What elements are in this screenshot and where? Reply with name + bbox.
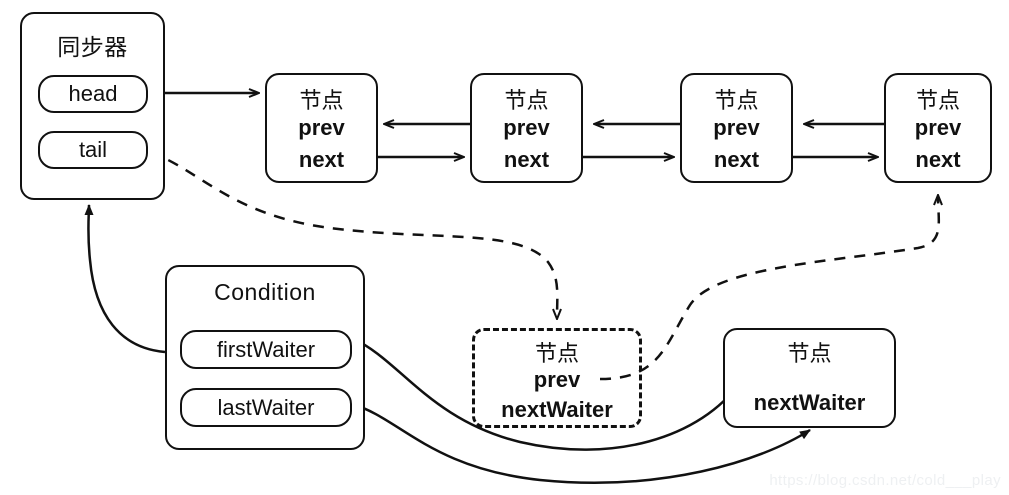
condition-queue-node-solid-field-nextwaiter: nextWaiter — [753, 390, 866, 415]
sync-queue-node-1-field-prev: prev — [298, 115, 345, 140]
synchronizer-field-head-label: head — [68, 81, 118, 106]
edge-condition-to-synchronizer — [84, 204, 166, 354]
edge-tail-to-condition-node-dashed — [149, 150, 557, 318]
edge-condition-node-prev-to-node4-dashed — [599, 196, 939, 381]
condition-field-firstwaiter-label: firstWaiter — [216, 336, 316, 362]
sync-queue-node-3: 节点 prev next — [680, 73, 793, 183]
sync-queue-node-2: 节点 prev next — [470, 73, 583, 183]
sync-queue-node-1-title: 节点 — [299, 89, 344, 114]
condition-title: Condition — [214, 279, 316, 305]
sync-queue-node-4-field-prev: prev — [914, 115, 962, 140]
condition-field-lastwaiter[interactable]: lastWaiter — [180, 388, 352, 427]
condition-queue-node-solid-title: 节点 — [787, 342, 832, 367]
sync-queue-node-1-field-next: next — [298, 147, 345, 172]
synchronizer-field-head[interactable]: head — [38, 75, 148, 113]
sync-queue-node-4-field-next: next — [915, 147, 961, 172]
sync-queue-node-4-title: 节点 — [915, 89, 960, 114]
synchronizer-field-tail-label: tail — [78, 137, 108, 162]
sync-queue-node-2-field-next: next — [503, 147, 550, 172]
sync-queue-node-2-title: 节点 — [504, 89, 549, 114]
sync-queue-node-2-field-prev: prev — [503, 115, 550, 140]
condition-field-lastwaiter-label: lastWaiter — [217, 394, 315, 420]
condition-queue-node-dashed: 节点 prev nextWaiter — [472, 328, 642, 428]
condition-queue-node-dashed-field-nextwaiter: nextWaiter — [501, 397, 613, 422]
sync-queue-node-3-field-prev: prev — [713, 115, 760, 140]
sync-queue-node-4: 节点 prev next — [884, 73, 992, 183]
edge-lastwaiter-to-node — [351, 402, 811, 484]
sync-queue-node-3-field-next: next — [713, 147, 760, 172]
synchronizer-field-tail[interactable]: tail — [38, 131, 148, 169]
synchronizer-title: 同步器 — [57, 35, 128, 61]
condition-queue-node-dashed-field-prev: prev — [533, 367, 581, 392]
condition-field-firstwaiter[interactable]: firstWaiter — [180, 330, 352, 369]
condition-queue-node-dashed-title: 节点 — [534, 342, 579, 367]
edge-firstwaiter-to-node — [351, 336, 744, 451]
watermark: https://blog.csdn.net/cold___play — [769, 472, 1001, 489]
sync-queue-node-3-title: 节点 — [714, 89, 759, 114]
sync-queue-node-1: 节点 prev next — [265, 73, 378, 183]
condition-queue-node-solid: 节点 nextWaiter — [723, 328, 896, 428]
